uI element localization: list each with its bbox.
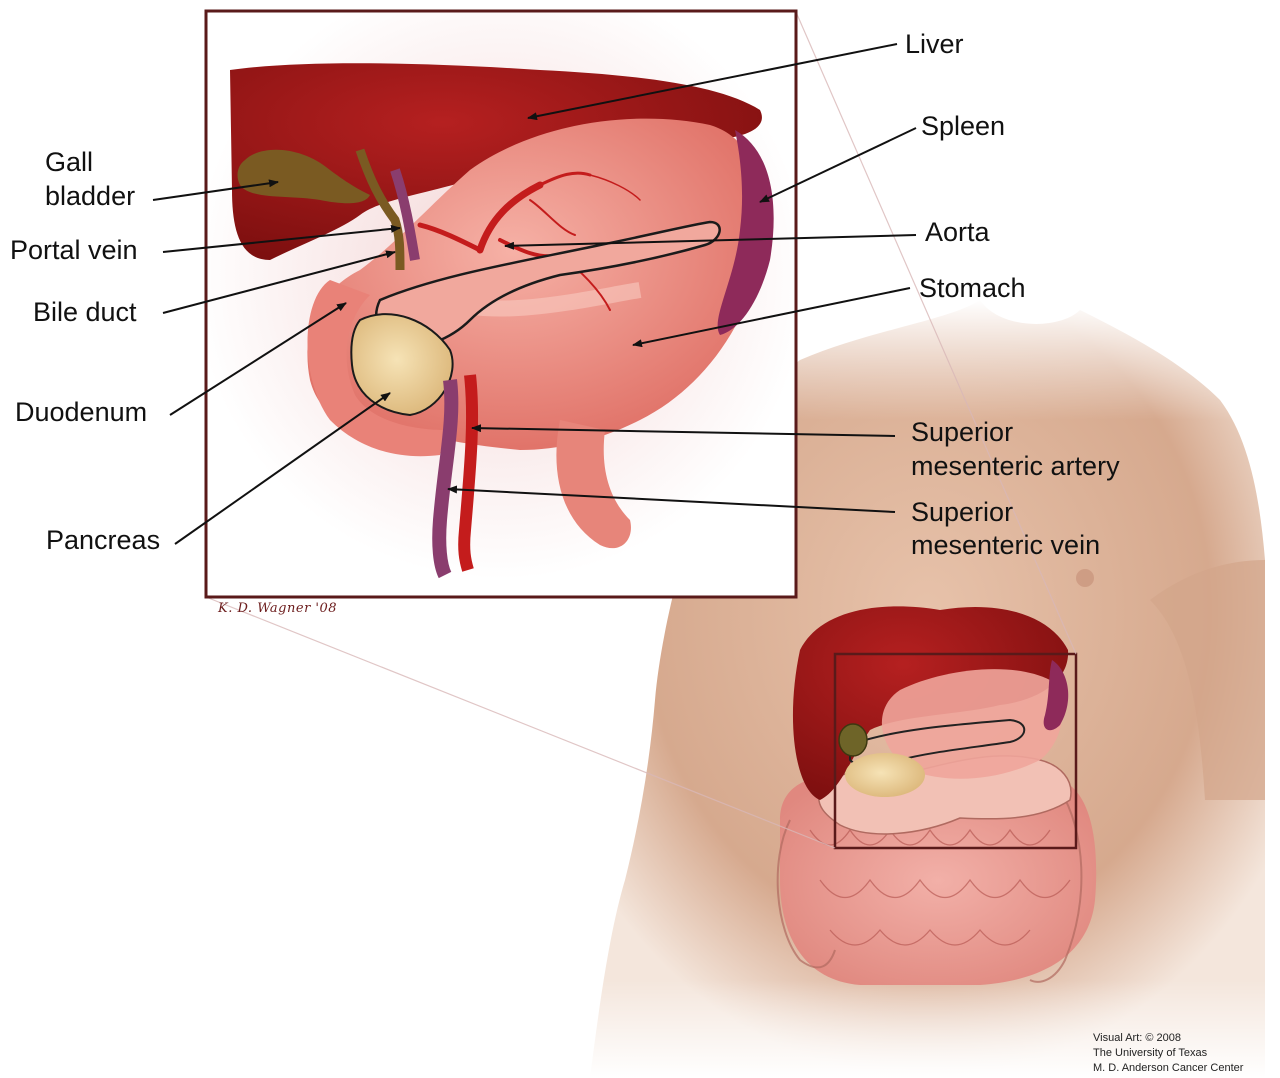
label-gall-bladder-line1: Gall [45, 146, 93, 178]
label-sm-artery-line2: mesenteric artery [911, 450, 1120, 482]
label-portal-vein: Portal vein [10, 234, 138, 266]
label-liver: Liver [905, 28, 964, 60]
label-duodenum: Duodenum [15, 396, 147, 428]
inset-illustration [206, 11, 796, 597]
credit-line-3: M. D. Anderson Cancer Center [1093, 1061, 1243, 1075]
credit-line-2: The University of Texas [1093, 1046, 1207, 1060]
label-pancreas: Pancreas [46, 524, 160, 556]
label-sm-artery-line1: Superior [911, 416, 1013, 448]
torso-organs [778, 606, 1097, 985]
label-bile-duct: Bile duct [33, 296, 137, 328]
label-gall-bladder-line2: bladder [45, 180, 135, 212]
nipple [1076, 569, 1094, 587]
label-spleen: Spleen [921, 110, 1005, 142]
credit-line-1: Visual Art: © 2008 [1093, 1031, 1181, 1045]
label-sm-vein-line1: Superior [911, 496, 1013, 528]
label-aorta: Aorta [925, 216, 990, 248]
label-stomach: Stomach [919, 272, 1026, 304]
label-sm-vein-line2: mesenteric vein [911, 529, 1100, 561]
artist-signature: K. D. Wagner '08 [218, 601, 337, 616]
